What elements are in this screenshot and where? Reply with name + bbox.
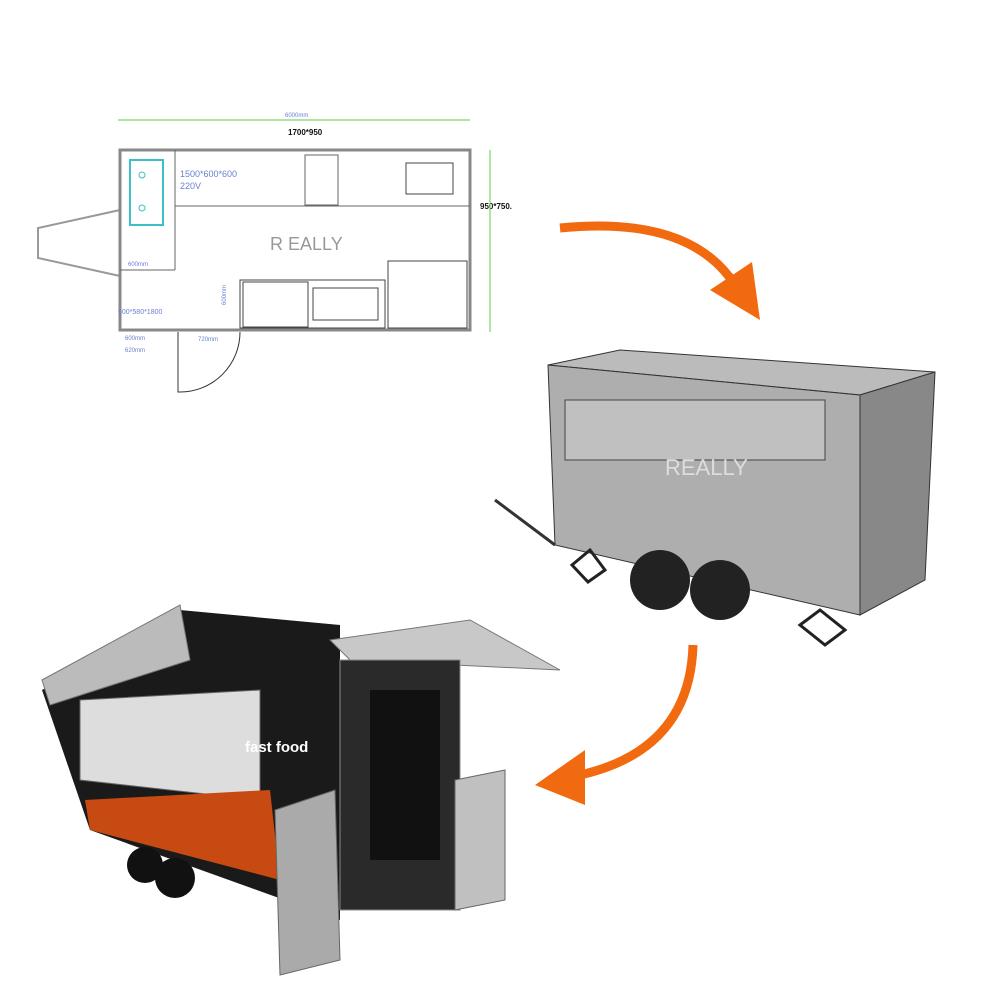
bottom-dimension-1: 600mm (125, 336, 145, 342)
arrow-plan-to-3d (559, 221, 739, 288)
sink-width-label: 600mm (128, 262, 148, 268)
sink (129, 159, 164, 226)
side-window-label: 950*750. (480, 202, 512, 211)
watermark-logo: REALLY (665, 455, 748, 480)
trailer-photo: fast food (41, 604, 561, 976)
floor-plan: 6000mm 1700*950 1500*600*600 220V 950*75… (37, 113, 512, 393)
counter-depth-label: 600mm (222, 285, 228, 305)
awning (328, 619, 561, 671)
arrow-3d-to-photo (579, 644, 698, 780)
shelf-rack (304, 154, 339, 206)
watermark-logo: R EALLY (270, 234, 343, 254)
process-arrows (535, 221, 760, 805)
fridge-size-label: 600*580*1800 (118, 309, 162, 316)
griddle (405, 162, 454, 195)
wheel (690, 560, 750, 620)
door (274, 789, 341, 976)
equipment-size-label: 1500*600*600 (180, 169, 237, 179)
arrow-head-1 (710, 262, 760, 320)
length-dimension: 6000mm (285, 113, 308, 119)
bottom-dimension-2: 620mm (125, 348, 145, 354)
trailer-3d-model: REALLY (494, 349, 936, 647)
refrigerator (370, 690, 440, 860)
tow-bar (494, 498, 556, 547)
trailer-outline (118, 148, 472, 332)
door-swing (177, 331, 241, 393)
wheel (155, 858, 195, 898)
door-width-label: 720mm (198, 337, 218, 343)
window-size-label: 1700*950 (288, 128, 323, 137)
wheel (630, 550, 690, 610)
arrow-head-2 (535, 750, 585, 805)
awning (41, 604, 191, 706)
tow-hitch (37, 209, 121, 277)
fast-food-text: fast food (245, 739, 308, 756)
voltage-label: 220V (180, 181, 201, 191)
stabilizer-jack (797, 608, 848, 647)
flame-graphics (85, 790, 280, 880)
